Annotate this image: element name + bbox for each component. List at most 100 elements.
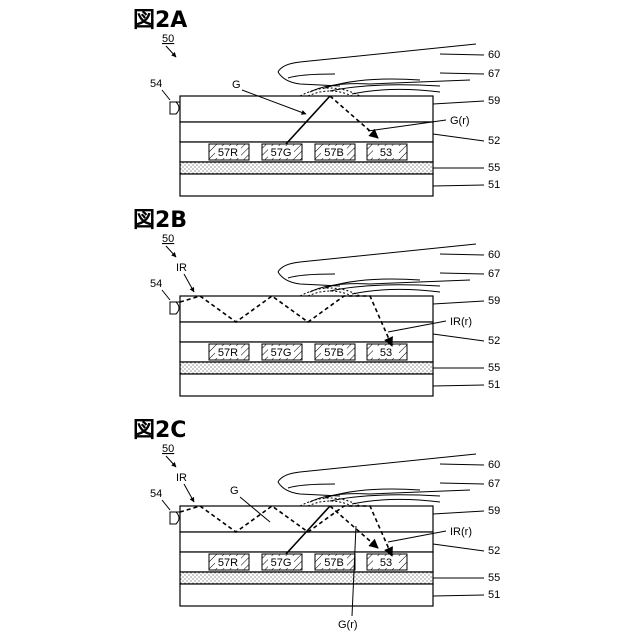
fingerprint-ridge-3 <box>352 289 440 294</box>
ref-cover-layer: 59 <box>488 505 500 517</box>
ref-finger: 60 <box>488 459 500 471</box>
figure-title: 図2A <box>133 8 187 33</box>
ref-cover-layer: 59 <box>488 295 500 307</box>
sensor-label: 53 <box>380 147 392 159</box>
leader-substrate <box>433 185 484 186</box>
leader-cover-layer <box>433 101 484 104</box>
fingernail-line <box>288 274 335 278</box>
substrate-layer <box>180 374 433 396</box>
figure-2b: 図2B50 57R 57G 57B 53 54 60 67 59 52 55 51 IR IR(r) <box>133 208 500 396</box>
device-ref-arrow <box>166 46 176 57</box>
finger-outline-top <box>278 44 476 72</box>
fingernail-line <box>288 74 335 78</box>
sensor-label: 53 <box>380 347 392 359</box>
figure-2c: 図2C50 57R 57G 57B 53 54 60 67 59 52 55 51 IR G IR(r) G(… <box>133 418 500 631</box>
light-source-icon <box>170 512 179 524</box>
ref-fingerprint: 67 <box>488 268 500 280</box>
emitted-light-label: IR <box>176 472 187 484</box>
color-filter-layer <box>180 362 433 374</box>
ref-mid-layer: 52 <box>488 335 500 347</box>
light-source-leader <box>162 90 170 100</box>
contact-zone-outer <box>300 498 360 506</box>
ref-mid-layer: 52 <box>488 135 500 147</box>
color-filter-layer <box>180 572 433 584</box>
ref-color-filter-layer: 55 <box>488 362 500 374</box>
pixel-label: 57G <box>271 347 292 359</box>
ref-finger: 60 <box>488 249 500 261</box>
figure-title: 図2C <box>133 418 186 443</box>
device-ref: 50 <box>162 443 174 455</box>
contact-zone-outer <box>300 88 360 96</box>
color-filter-layer <box>180 162 433 174</box>
leader-mid-layer <box>433 334 484 341</box>
light-source-icon <box>170 102 179 114</box>
leader-mid-layer <box>433 544 484 551</box>
mid-layer <box>180 532 433 552</box>
pixel-label: 57R <box>218 347 238 359</box>
leader-cover-layer <box>433 301 484 304</box>
ref-fingerprint: 67 <box>488 478 500 490</box>
substrate-layer <box>180 584 433 606</box>
reflected-light-label: IR(r) <box>450 526 472 538</box>
ref-mid-layer: 52 <box>488 545 500 557</box>
pixel-label: 57R <box>218 147 238 159</box>
light-source-leader <box>162 500 170 510</box>
ref-finger: 60 <box>488 49 500 61</box>
leader-cover-layer <box>433 511 484 514</box>
pixel-label: 57B <box>324 347 344 359</box>
leader-substrate <box>433 595 484 596</box>
contact-zone-inner <box>308 91 352 96</box>
pixel-label: 57G <box>271 557 292 569</box>
device-ref-arrow <box>166 456 176 467</box>
finger-outline-top <box>278 454 476 482</box>
leader-finger <box>440 464 484 465</box>
leader-finger <box>440 254 484 255</box>
leader-fingerprint <box>440 273 484 274</box>
emitted-light-2-label: G <box>230 485 239 497</box>
ref-fingerprint: 67 <box>488 68 500 80</box>
leader-finger <box>440 54 484 55</box>
ref-color-filter-layer: 55 <box>488 162 500 174</box>
contact-zone-outer <box>300 288 360 296</box>
ref-substrate: 51 <box>488 589 500 601</box>
emitted-light-label: G <box>232 79 241 91</box>
mid-layer <box>180 122 433 142</box>
leader-substrate <box>433 385 484 386</box>
fingerprint-ridge-3 <box>352 89 440 94</box>
ref-substrate: 51 <box>488 379 500 391</box>
leader-fingerprint <box>440 483 484 484</box>
reflected-light-2-label: G(r) <box>338 619 358 631</box>
emitted-light-label: IR <box>176 262 187 274</box>
light-source-ref: 54 <box>150 278 162 290</box>
emitted-light-leader <box>184 274 194 292</box>
ref-color-filter-layer: 55 <box>488 572 500 584</box>
reflected-light-label: IR(r) <box>450 316 472 328</box>
sensor-label: 53 <box>380 557 392 569</box>
cover-layer <box>180 96 433 122</box>
pixel-label: 57B <box>324 147 344 159</box>
device-ref: 50 <box>162 233 174 245</box>
substrate-layer <box>180 174 433 196</box>
leader-fingerprint <box>440 73 484 74</box>
reflected-light-label: G(r) <box>450 115 470 127</box>
ref-cover-layer: 59 <box>488 95 500 107</box>
figure-title: 図2B <box>133 208 187 233</box>
emitted-light-leader <box>184 484 194 502</box>
mid-layer <box>180 322 433 342</box>
figure-2a: 図2A50 57R 57G 57B 53 54 60 67 59 52 55 51 G G(r) <box>133 8 500 196</box>
light-source-icon <box>170 302 179 314</box>
pixel-label: 57B <box>324 557 344 569</box>
finger-outline-top <box>278 244 476 272</box>
light-source-ref: 54 <box>150 488 162 500</box>
ref-substrate: 51 <box>488 179 500 191</box>
light-source-leader <box>162 290 170 300</box>
pixel-label: 57G <box>271 147 292 159</box>
leader-mid-layer <box>433 134 484 141</box>
light-source-ref: 54 <box>150 78 162 90</box>
fingernail-line <box>288 484 335 488</box>
device-ref-arrow <box>166 246 176 257</box>
fingerprint-ridge-3 <box>352 499 440 504</box>
pixel-label: 57R <box>218 557 238 569</box>
device-ref: 50 <box>162 33 174 45</box>
